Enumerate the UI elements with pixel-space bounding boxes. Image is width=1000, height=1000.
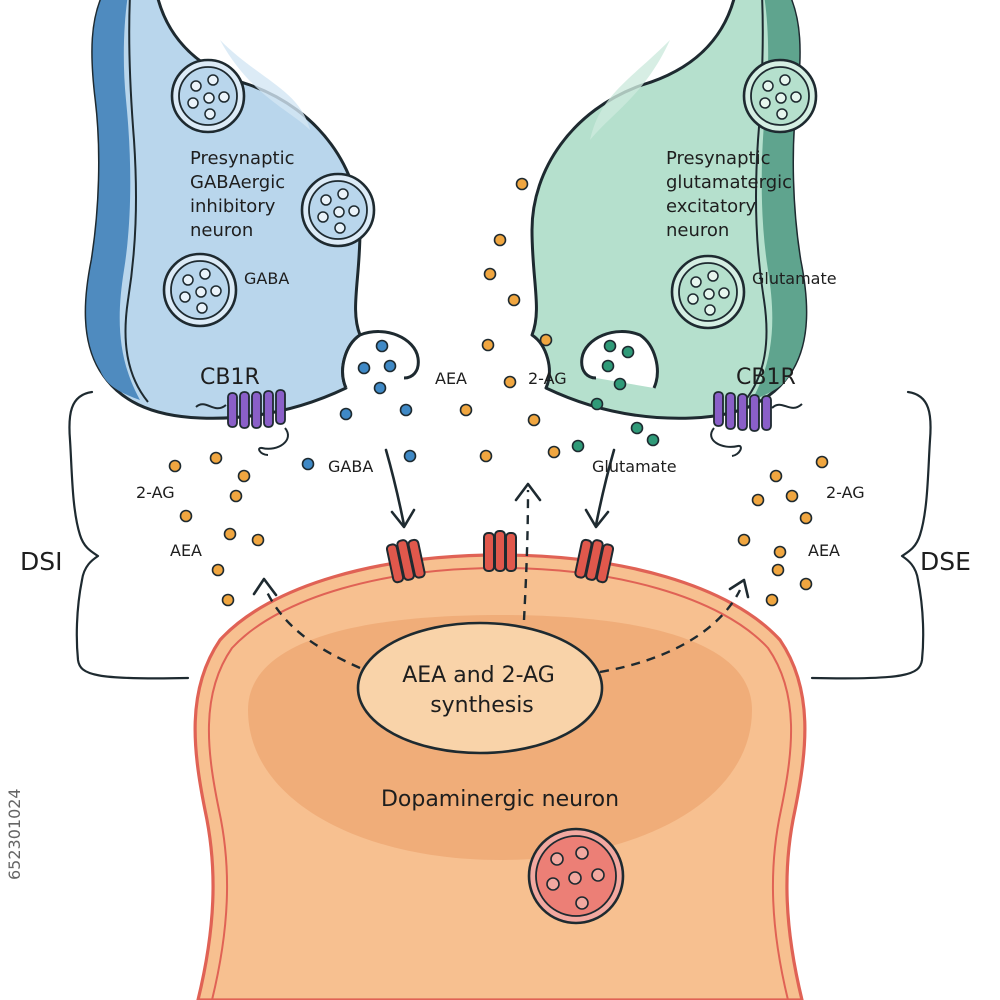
postsynaptic-receptor (385, 538, 426, 584)
gaba-release-label: GABA (328, 457, 373, 476)
two-ag-cleft-label: 2-AG (528, 369, 567, 388)
left-2ag-label: 2-AG (136, 483, 175, 502)
synthesis-ellipse (356, 621, 604, 755)
dopaminergic-neuron (193, 553, 807, 1000)
gabaergic-highlight (220, 40, 310, 130)
gabaergic-neuron-edge (86, 0, 140, 400)
dsi-label: DSI (20, 547, 63, 576)
glutamatergic-neuron-label: Presynaptic glutamatergic excitatory neu… (666, 148, 798, 241)
glutamatergic-highlight (590, 40, 670, 140)
gaba-arrow (384, 448, 416, 529)
cb1r-left-label: CB1R (200, 365, 260, 390)
glutamate-vesicle-label: Glutamate (752, 269, 837, 288)
glutamate-vesicle (670, 254, 746, 330)
endocannabinoid-molecules (168, 177, 829, 607)
right-2ag-label: 2-AG (826, 483, 865, 502)
retrograde-arrow-center (514, 482, 542, 621)
dse-brace (810, 390, 932, 680)
glutamate-vesicle (742, 58, 818, 134)
gaba-neuron-label: Presynaptic GABAergic inhibitory neuron (190, 148, 300, 241)
gaba-vesicle (300, 172, 376, 248)
stock-id: 652301024 (5, 788, 24, 880)
gaba-vesicle-label: GABA (244, 269, 289, 288)
right-aea-label: AEA (808, 541, 840, 560)
retrograde-arrow-right (599, 578, 750, 674)
gaba-release-pocket (341, 330, 420, 389)
dse-label: DSE (920, 547, 971, 576)
postsynaptic-receptor (483, 530, 517, 572)
cb1r-receptor-right (710, 391, 803, 457)
dopamine-vesicle (527, 827, 625, 925)
dopaminergic-neuron-label: Dopaminergic neuron (381, 787, 619, 812)
gaba-vesicle (162, 252, 238, 328)
glutamatergic-neuron (530, 0, 818, 457)
cb1r-right-label: CB1R (736, 365, 796, 390)
glutamate-release-label: Glutamate (592, 457, 677, 476)
gaba-molecules (301, 339, 417, 471)
aea-cleft-label: AEA (435, 369, 467, 388)
cb1r-receptor-left (195, 389, 289, 456)
dsi-brace (68, 390, 190, 680)
glutamate-arrow (584, 448, 616, 529)
gabaergic-neuron (84, 0, 420, 456)
gaba-vesicle (170, 58, 246, 134)
glutamate-molecules (571, 339, 660, 453)
glutamate-release-pocket (580, 330, 659, 389)
left-aea-label: AEA (170, 541, 202, 560)
postsynaptic-receptor (574, 538, 615, 584)
synthesis-label: AEA and 2-AG synthesis (402, 663, 562, 718)
retrograde-arrow-left (252, 577, 361, 670)
